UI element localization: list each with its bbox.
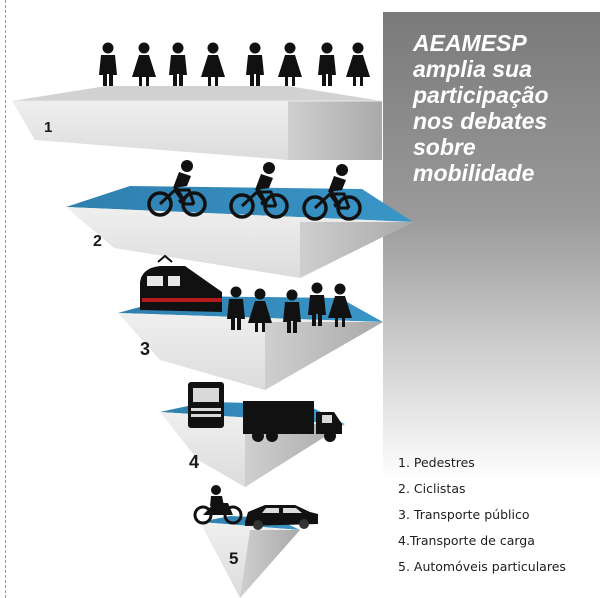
- side-panel: [383, 12, 600, 598]
- headline: AEAMESP amplia sua participação nos deba…: [413, 30, 549, 186]
- legend-item-ciclistas: 2. Ciclistas: [398, 481, 466, 496]
- level-5-number: 5: [229, 549, 238, 568]
- level-5-slab: [200, 516, 300, 598]
- motorcycle-icon: [193, 485, 243, 525]
- level-4-number: 4: [189, 452, 199, 472]
- level-1-slab: [12, 86, 382, 160]
- legend-item-pedestres: 1. Pedestres: [398, 455, 475, 470]
- level-2-slab: [66, 186, 413, 278]
- pedestrian-icons: [99, 42, 370, 86]
- legend: 1. Pedestres 2. Ciclistas 3. Transporte …: [398, 454, 566, 584]
- car-icon: [245, 505, 318, 530]
- legend-item-transporte-de-carga: 4.Transporte de carga: [398, 533, 535, 548]
- dashed-border: [5, 0, 6, 598]
- train-icon: [140, 254, 222, 312]
- legend-item-transporte-publico: 3. Transporte público: [398, 507, 530, 522]
- level-3-number: 3: [140, 339, 150, 359]
- level-2-number: 2: [93, 233, 102, 250]
- level-1-number: 1: [44, 119, 52, 136]
- truck-icons: [188, 382, 342, 442]
- legend-item-automoveis-particulares: 5. Automóveis particulares: [398, 559, 566, 574]
